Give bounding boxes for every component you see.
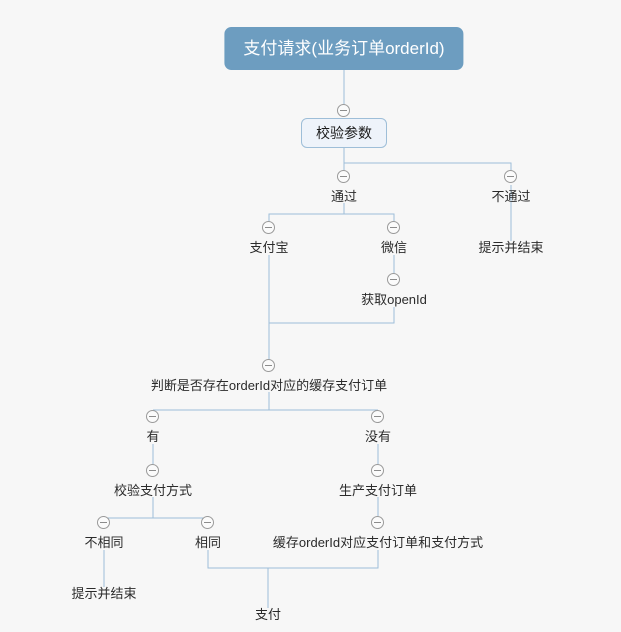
collapse-toggle-n16[interactable] — [371, 516, 384, 529]
collapse-toggle-n2[interactable] — [337, 104, 350, 117]
collapse-toggle-n6[interactable] — [262, 221, 275, 234]
node-n13[interactable]: 生产支付订单 — [338, 483, 418, 498]
edge-n8-n9 — [269, 307, 395, 324]
collapse-toggle-n3[interactable] — [337, 170, 350, 183]
node-n9[interactable]: 判断是否存在orderId对应的缓存支付订单 — [150, 378, 388, 393]
node-n1[interactable]: 支付请求(业务订单orderId) — [224, 27, 464, 70]
node-n4[interactable]: 不通过 — [491, 189, 531, 204]
node-n16[interactable]: 缓存orderId对应支付订单和支付方式 — [272, 535, 484, 550]
node-n14[interactable]: 不相同 — [84, 535, 124, 550]
edge-n3-n6 — [268, 203, 345, 221]
collapse-toggle-n10[interactable] — [146, 410, 159, 423]
node-n7[interactable]: 微信 — [380, 240, 408, 255]
edge-n16-n18 — [268, 550, 379, 569]
node-n11[interactable]: 没有 — [364, 429, 392, 444]
node-n15[interactable]: 相同 — [194, 535, 222, 550]
node-n2[interactable]: 校验参数 — [301, 118, 387, 148]
collapse-toggle-n14[interactable] — [97, 516, 110, 529]
collapse-toggle-n4[interactable] — [504, 170, 517, 183]
collapse-toggle-n15[interactable] — [201, 516, 214, 529]
node-n17[interactable]: 提示并结束 — [71, 586, 137, 601]
edge-n15-n18 — [207, 550, 269, 608]
edge-n2-n4 — [344, 162, 512, 170]
collapse-toggle-n7[interactable] — [387, 221, 400, 234]
edge-n12-n15 — [153, 516, 209, 519]
node-n12[interactable]: 校验支付方式 — [113, 483, 193, 498]
node-n5[interactable]: 提示并结束 — [478, 240, 544, 255]
node-n18[interactable]: 支付 — [254, 607, 282, 622]
collapse-toggle-n13[interactable] — [371, 464, 384, 477]
edge-n12-n14 — [103, 497, 154, 519]
node-n3[interactable]: 通过 — [330, 189, 358, 204]
edge-n9-n10 — [153, 392, 270, 411]
collapse-toggle-n8[interactable] — [387, 273, 400, 286]
node-n8[interactable]: 获取openId — [361, 292, 427, 307]
collapse-toggle-n11[interactable] — [371, 410, 384, 423]
node-n6[interactable]: 支付宝 — [249, 240, 289, 255]
node-n10[interactable]: 有 — [146, 429, 160, 444]
collapse-toggle-n9[interactable] — [262, 359, 275, 372]
collapse-toggle-n12[interactable] — [146, 464, 159, 477]
edge-n3-n7 — [344, 213, 395, 221]
